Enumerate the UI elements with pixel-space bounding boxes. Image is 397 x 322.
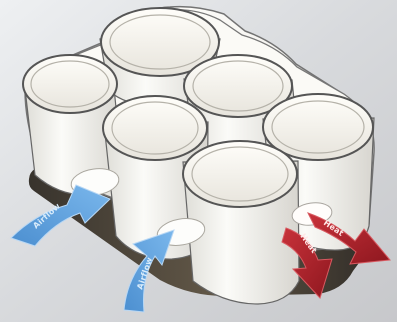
- lid-front-right: [183, 141, 297, 207]
- lid-front-left: [103, 96, 207, 160]
- lid-left: [23, 55, 117, 113]
